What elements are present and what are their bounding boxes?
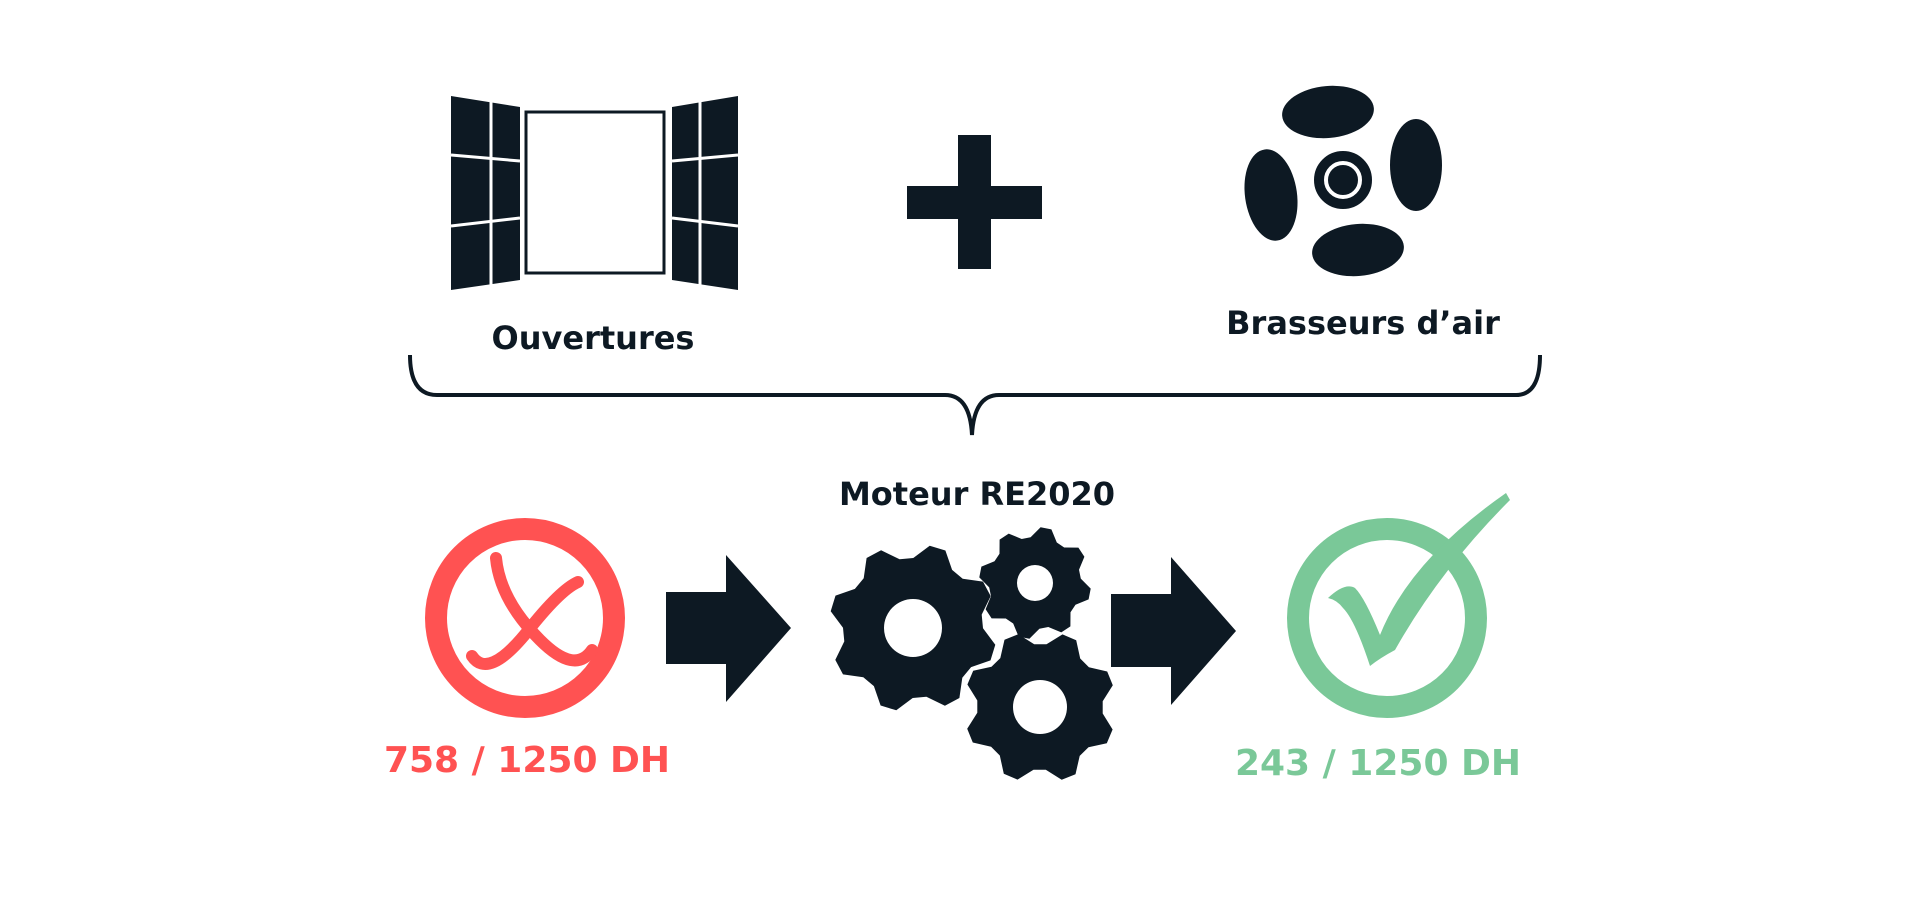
arrow-right-icon — [1111, 557, 1236, 705]
plus-icon — [907, 135, 1042, 269]
check-circle-icon — [1287, 493, 1510, 718]
label-brasseurs: Brasseurs d’air — [1226, 304, 1500, 342]
gears-icon — [830, 527, 1113, 780]
fan-icon — [1244, 85, 1442, 277]
brace — [408, 354, 1542, 436]
cross-circle-icon — [425, 518, 625, 718]
before-value: 758 / 1250 DH — [384, 740, 670, 781]
gear — [979, 527, 1091, 639]
label-engine: Moteur RE2020 — [839, 475, 1115, 513]
gear — [830, 545, 996, 711]
label-ouvertures: Ouvertures — [492, 319, 695, 357]
window-icon — [450, 96, 739, 290]
arrow-right-icon — [666, 555, 791, 702]
after-value: 243 / 1250 DH — [1235, 743, 1521, 784]
gear — [967, 634, 1113, 780]
